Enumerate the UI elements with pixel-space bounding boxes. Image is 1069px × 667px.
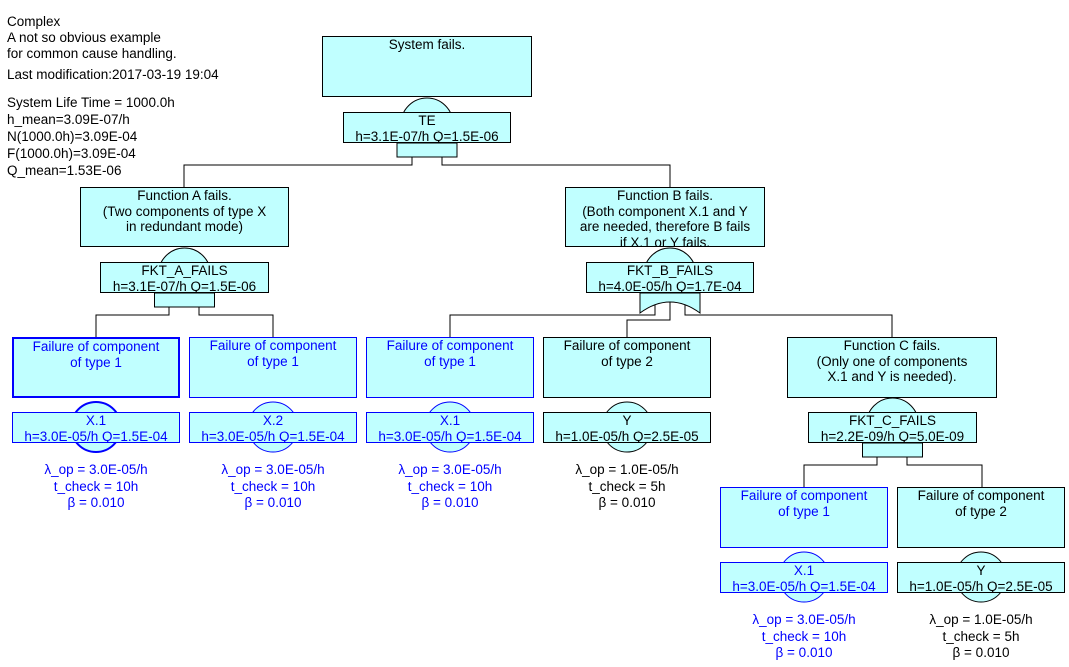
event-id: Y <box>622 413 632 428</box>
event-stats: h=2.2E-09/h Q=5.0E-09 <box>820 428 965 443</box>
param-line: t_check = 10h <box>761 628 847 644</box>
event-description-b1[interactable]: Failure of component of type 1 <box>366 337 534 398</box>
param-line: t_check = 5h <box>588 478 666 494</box>
event-description-fb[interactable]: Function B fails. (Both component X.1 an… <box>565 187 765 247</box>
param-line: β = 0.010 <box>244 495 302 510</box>
event-stats: h=3.1E-07/h Q=1.5E-06 <box>355 128 499 143</box>
event-description-c2[interactable]: Failure of component of type 2 <box>897 487 1065 548</box>
event-id: X.1 <box>85 413 107 428</box>
param-line: λ_op = 3.0E-05/h <box>752 612 856 627</box>
event-description-c1[interactable]: Failure of component of type 1 <box>720 487 888 548</box>
event-description-fc[interactable]: Function C fails. (Only one of component… <box>787 337 997 398</box>
event-id: Y <box>976 563 986 578</box>
connector-line <box>183 157 413 187</box>
and-gate <box>862 442 923 458</box>
event-stats: h=3.1E-07/h Q=1.5E-06 <box>112 278 257 293</box>
event-stats: h=3.0E-05/h Q=1.5E-04 <box>378 428 522 443</box>
event-stats: h=1.0E-05/h Q=2.5E-05 <box>909 578 1053 593</box>
event-stats: h=3.0E-05/h Q=1.5E-04 <box>732 578 876 593</box>
and-gate <box>154 292 215 308</box>
param-line: λ_op = 3.0E-05/h <box>221 462 325 477</box>
event-id: X.1 <box>793 563 815 578</box>
param-line: t_check = 10h <box>53 478 139 494</box>
result-f: F(1000.0h)=3.09E-04 <box>7 146 136 161</box>
connector-line <box>906 457 983 487</box>
result-h-mean: h_mean=3.09E-07/h <box>7 112 130 127</box>
connector-line <box>441 157 671 187</box>
event-description-a1[interactable]: Failure of component of type 1 <box>12 337 180 398</box>
param-line: λ_op = 1.0E-05/h <box>929 612 1033 627</box>
event-id: TE <box>418 113 436 128</box>
result-q-mean: Q_mean=1.53E-06 <box>7 163 122 178</box>
param-line: λ_op = 3.0E-05/h <box>398 462 502 477</box>
event-description-te[interactable]: System fails. <box>322 36 532 97</box>
param-line: β = 0.010 <box>421 495 479 510</box>
event-description-b2[interactable]: Failure of component of type 2 <box>543 337 711 398</box>
connector-line <box>684 302 893 337</box>
event-stats: h=3.0E-05/h Q=1.5E-04 <box>201 428 345 443</box>
event-stats: h=4.0E-05/h Q=1.7E-04 <box>598 278 742 293</box>
result-n: N(1000.0h)=3.09E-04 <box>7 129 138 144</box>
param-line: λ_op = 3.0E-05/h <box>44 462 148 477</box>
last-modification: Last modification:2017-03-19 19:04 <box>7 67 219 82</box>
param-line: t_check = 10h <box>230 478 316 494</box>
param-line: t_check = 5h <box>942 628 1020 644</box>
tree-description: A not so obvious example for common caus… <box>7 30 177 61</box>
param-line: β = 0.010 <box>952 645 1010 660</box>
event-stats: h=3.0E-05/h Q=1.5E-04 <box>24 428 168 443</box>
param-line: t_check = 10h <box>407 478 493 494</box>
connector-line <box>449 302 656 337</box>
event-description-a2[interactable]: Failure of component of type 1 <box>189 337 357 398</box>
param-line: β = 0.010 <box>598 495 656 510</box>
connector-line <box>626 300 671 337</box>
event-id: X.2 <box>262 413 284 428</box>
event-id: X.1 <box>439 413 461 428</box>
or-gate <box>639 292 701 314</box>
result-life-time: System Life Time = 1000.0h <box>7 95 175 110</box>
event-id: FKT_C_FAILS <box>848 413 937 428</box>
tree-title: Complex <box>7 14 61 29</box>
param-line: β = 0.010 <box>67 495 125 510</box>
event-id: FKT_B_FAILS <box>626 263 714 278</box>
connector-line <box>803 457 878 487</box>
param-line: β = 0.010 <box>775 645 833 660</box>
event-stats: h=1.0E-05/h Q=2.5E-05 <box>555 428 699 443</box>
param-line: λ_op = 1.0E-05/h <box>575 462 679 477</box>
and-gate <box>396 142 458 158</box>
event-id: FKT_A_FAILS <box>141 263 228 278</box>
event-description-fa[interactable]: Function A fails. (Two components of typ… <box>80 187 289 247</box>
